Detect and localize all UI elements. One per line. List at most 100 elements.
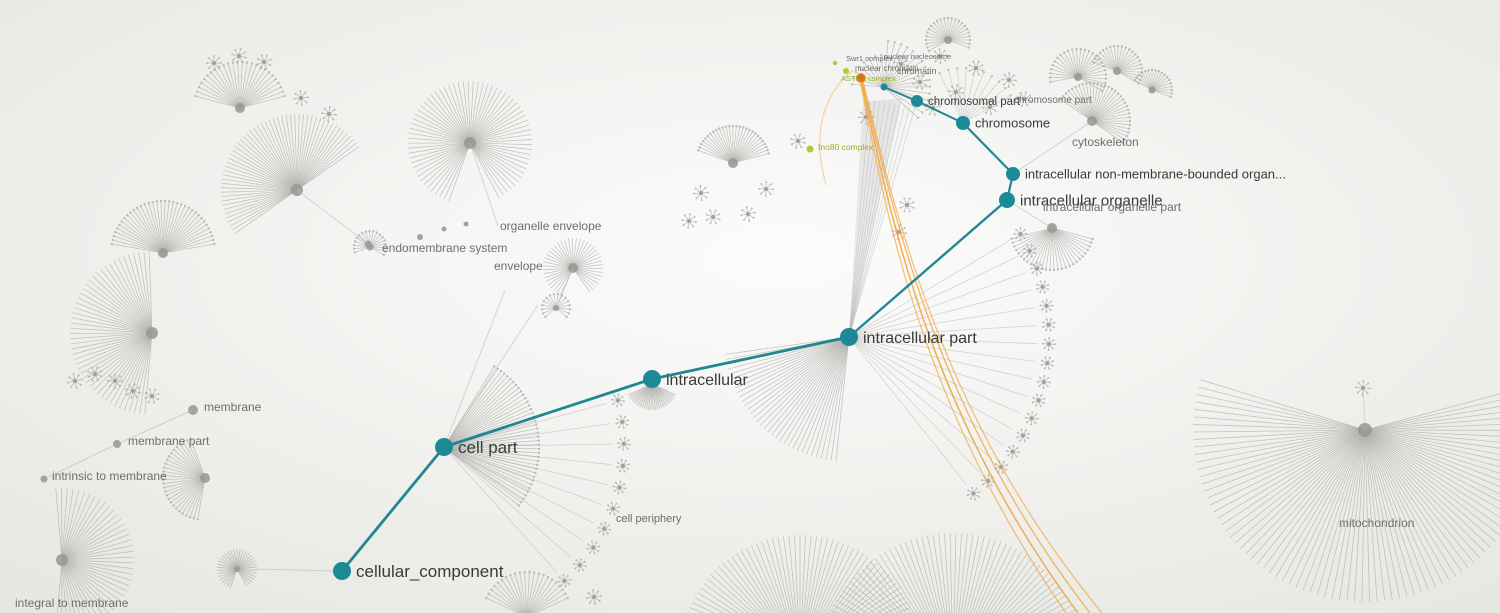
go-cluster-fan[interactable] <box>217 548 257 588</box>
selected-node-chromosomal_part[interactable] <box>911 95 923 107</box>
term-label[interactable]: mitochondrion <box>1339 516 1414 530</box>
go-term-mini-cluster[interactable] <box>125 383 141 399</box>
go-cluster-fan[interactable] <box>540 292 572 319</box>
selected-node-label[interactable]: chromosomal part <box>928 96 1021 108</box>
go-cluster-fan[interactable] <box>55 487 134 613</box>
go-cluster-fan[interactable] <box>1092 44 1144 85</box>
term-label-small[interactable]: Swr1 complex <box>846 54 893 63</box>
go-term-mini-cluster[interactable] <box>1040 356 1054 370</box>
cluster-hub-node[interactable] <box>1074 73 1082 81</box>
go-cluster-fan[interactable] <box>194 60 286 113</box>
go-term-mini-cluster[interactable] <box>610 393 625 408</box>
go-term-mini-cluster[interactable] <box>231 48 247 64</box>
selected-node-label[interactable]: intracellular non-membrane-bounded organ… <box>1025 167 1286 182</box>
go-term-mini-cluster[interactable] <box>758 181 774 197</box>
go-term-mini-cluster[interactable] <box>1041 318 1056 332</box>
go-term-mini-cluster[interactable] <box>1041 336 1056 351</box>
go-term-mini-cluster[interactable] <box>144 388 160 404</box>
go-term-mini-cluster[interactable] <box>606 501 620 516</box>
go-term-mini-cluster[interactable] <box>1024 411 1039 426</box>
cluster-hub-node[interactable] <box>146 327 158 339</box>
go-term-mini-cluster[interactable] <box>1039 298 1054 313</box>
selected-node-label[interactable]: cellular_component <box>356 562 504 581</box>
go-term-mini-cluster[interactable] <box>107 373 123 389</box>
cluster-hub-node[interactable] <box>158 248 168 258</box>
selected-node-cell_part[interactable] <box>435 438 453 456</box>
selected-node-label[interactable]: intracellular <box>666 372 748 389</box>
enriched-term-node[interactable] <box>832 60 838 66</box>
enriched-term-node[interactable] <box>843 68 849 74</box>
go-cluster-fan[interactable] <box>543 237 604 296</box>
go-term-mini-cluster[interactable] <box>982 99 998 115</box>
go-term-mini-cluster[interactable] <box>617 436 631 451</box>
term-label[interactable]: intracellular organelle part <box>1043 200 1182 214</box>
go-cluster-fan[interactable] <box>1048 47 1108 93</box>
go-term-mini-cluster[interactable] <box>1036 280 1050 294</box>
term-label-small[interactable]: nuclear nucleosome <box>884 52 951 61</box>
go-term-mini-cluster[interactable] <box>932 48 948 64</box>
go-term-mini-cluster[interactable] <box>615 415 630 429</box>
selected-node-label[interactable]: intracellular part <box>863 330 977 347</box>
go-term-mini-cluster[interactable] <box>1031 393 1046 408</box>
term-node[interactable] <box>417 234 423 240</box>
selected-node-intracellular_nmb_organelle[interactable] <box>1006 167 1020 181</box>
go-cluster-fan[interactable] <box>1133 68 1174 99</box>
selected-node-intracellular_part[interactable] <box>840 328 858 346</box>
selected-node-label[interactable]: intracellular organelle <box>1020 192 1163 209</box>
selected-node-chromatin_hub[interactable] <box>880 83 888 91</box>
go-term-mini-cluster[interactable] <box>1036 375 1051 389</box>
go-term-mini-cluster[interactable] <box>693 185 709 201</box>
go-term-mini-cluster[interactable] <box>586 589 602 605</box>
selected-node-label[interactable]: chromosome <box>975 116 1050 131</box>
go-term-mini-cluster[interactable] <box>1001 72 1017 88</box>
term-label[interactable]: intrinsic to membrane <box>52 469 167 483</box>
cluster-hub-node[interactable] <box>235 103 245 113</box>
go-term-mini-cluster[interactable] <box>681 213 697 229</box>
selected-node-cellular_component[interactable] <box>333 562 351 580</box>
go-cluster-fan[interactable] <box>825 533 1082 613</box>
go-term-mini-cluster[interactable] <box>1029 261 1044 276</box>
term-label[interactable]: membrane <box>204 400 262 414</box>
go-cluster-fan[interactable] <box>1193 379 1500 602</box>
go-term-mini-cluster[interactable] <box>597 521 612 536</box>
go-term-mini-cluster[interactable] <box>1022 244 1037 258</box>
go-term-mini-cluster[interactable] <box>1016 91 1032 107</box>
term-label[interactable]: chromosome part <box>1014 95 1092 106</box>
go-term-mini-cluster[interactable] <box>612 480 627 495</box>
cluster-hub-node[interactable] <box>234 566 240 572</box>
go-term-mini-cluster[interactable] <box>705 209 721 225</box>
go-cluster-fan[interactable] <box>221 114 360 234</box>
term-label[interactable]: cell periphery <box>616 513 682 525</box>
term-label[interactable]: integral to membrane <box>15 596 129 610</box>
term-label[interactable]: membrane part <box>128 434 210 448</box>
go-term-mini-cluster[interactable] <box>87 366 103 382</box>
go-term-mini-cluster[interactable] <box>1016 428 1030 443</box>
go-term-mini-cluster[interactable] <box>893 56 909 72</box>
cluster-hub-node[interactable] <box>56 554 68 566</box>
cluster-hub-node[interactable] <box>1148 86 1156 94</box>
go-term-mini-cluster[interactable] <box>912 74 928 90</box>
cluster-hub-node[interactable] <box>1113 67 1121 75</box>
cluster-hub-node[interactable] <box>1358 423 1372 437</box>
go-term-mini-cluster[interactable] <box>256 54 272 70</box>
selected-node-label[interactable]: cell part <box>458 438 518 457</box>
go-cluster-fan[interactable] <box>1059 81 1132 144</box>
selected-node-intracellular_organelle[interactable] <box>999 192 1015 208</box>
go-cluster-fan[interactable] <box>697 124 770 168</box>
go-term-mini-cluster[interactable] <box>740 206 756 222</box>
enriched-term-node[interactable] <box>806 145 814 153</box>
go-term-mini-cluster[interactable] <box>616 458 630 473</box>
go-cluster-fan[interactable] <box>924 16 972 53</box>
term-label[interactable]: endomembrane system <box>382 241 507 255</box>
cluster-hub-node[interactable] <box>944 36 952 44</box>
go-term-mini-cluster[interactable] <box>968 60 984 76</box>
cluster-hub-node[interactable] <box>200 473 210 483</box>
highlighted-term-node[interactable] <box>855 72 867 84</box>
go-cluster-fan[interactable] <box>485 570 569 613</box>
cluster-hub-node[interactable] <box>728 158 738 168</box>
selected-node-chromosome[interactable] <box>956 116 970 130</box>
go-term-mini-cluster[interactable] <box>1005 444 1020 459</box>
go-term-mini-cluster[interactable] <box>790 133 806 149</box>
go-term-mini-cluster[interactable] <box>67 373 83 389</box>
